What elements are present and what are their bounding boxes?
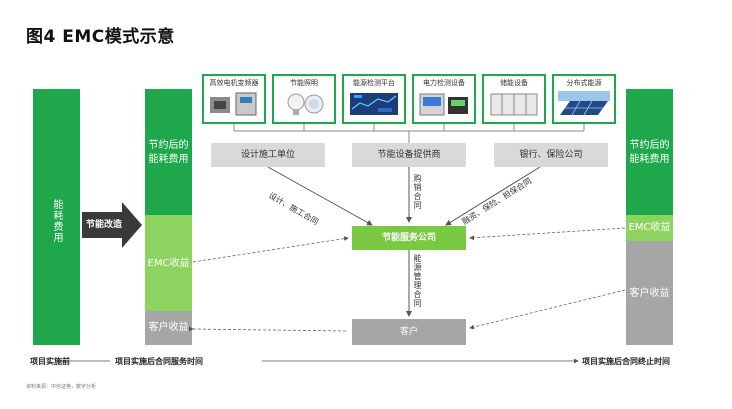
monitor-platform-icon <box>350 93 398 115</box>
timeline-start: 项目实施前 <box>30 357 70 366</box>
retrofit-arrow <box>82 202 142 248</box>
equipment-item: 储能设备 <box>482 74 546 124</box>
source-note: 资料来源：中信证券，数字分析 <box>26 384 97 390</box>
equipment-item: 分布式能源 <box>552 74 616 124</box>
equipment-item: 电力检测设备 <box>412 74 476 124</box>
power-meter-icon <box>419 93 468 116</box>
energy-service-company: 节能服务公司 <box>352 226 466 250</box>
timeline-middle: 项目实施后合同服务时间 <box>115 357 203 366</box>
solar-panel-icon <box>558 91 610 116</box>
battery-cabinet-icon <box>490 93 538 116</box>
equipment-supplier: 节能设备提供商 <box>352 143 466 167</box>
retrofit-label: 节能改造 <box>86 220 123 230</box>
right-emc-revenue-label: EMC收益 <box>628 222 671 233</box>
bank-insurance: 银行、保险公司 <box>494 143 608 167</box>
middle-emc-revenue-label: EMC收益 <box>147 258 190 269</box>
equipment-item: 节能照明 <box>272 74 336 124</box>
right-emc-revenue-segment: EMC收益 <box>626 215 673 241</box>
equipment-item: 高效电机变频器 <box>202 74 266 124</box>
middle-customer-revenue-label: 客户收益 <box>148 322 189 333</box>
right-saved-cost-label: 节约后的能耗费用 <box>629 140 670 165</box>
design-construction-unit: 设计施工单位 <box>211 143 325 167</box>
right-saved-cost-segment: 节约后的能耗费用 <box>626 89 673 215</box>
middle-customer-revenue-segment: 客户收益 <box>145 311 192 345</box>
middle-saved-cost-segment: 节约后的能耗费用 <box>145 89 192 215</box>
before-energy-cost-bar: 能耗费用 <box>33 89 80 345</box>
right-customer-revenue-segment: 客户收益 <box>626 241 673 345</box>
equipment-item: 能源检测平台 <box>342 74 406 124</box>
page-title: 图4 EMC模式示意 <box>26 27 175 47</box>
timeline-end: 项目实施后合同终止时间 <box>582 357 670 366</box>
middle-saved-cost-label: 节约后的能耗费用 <box>148 140 189 165</box>
energy-management-contract-label: 能源管理合同 <box>413 254 422 308</box>
light-bulb-icon <box>287 93 324 115</box>
purchase-contract-label: 购销合同 <box>413 174 422 210</box>
customer-box: 客户 <box>352 319 466 345</box>
right-customer-revenue-label: 客户收益 <box>629 288 670 299</box>
before-energy-cost-label: 能耗费用 <box>51 199 62 243</box>
motor-inverter-icon <box>210 92 257 116</box>
middle-emc-revenue-segment: EMC收益 <box>145 215 192 311</box>
